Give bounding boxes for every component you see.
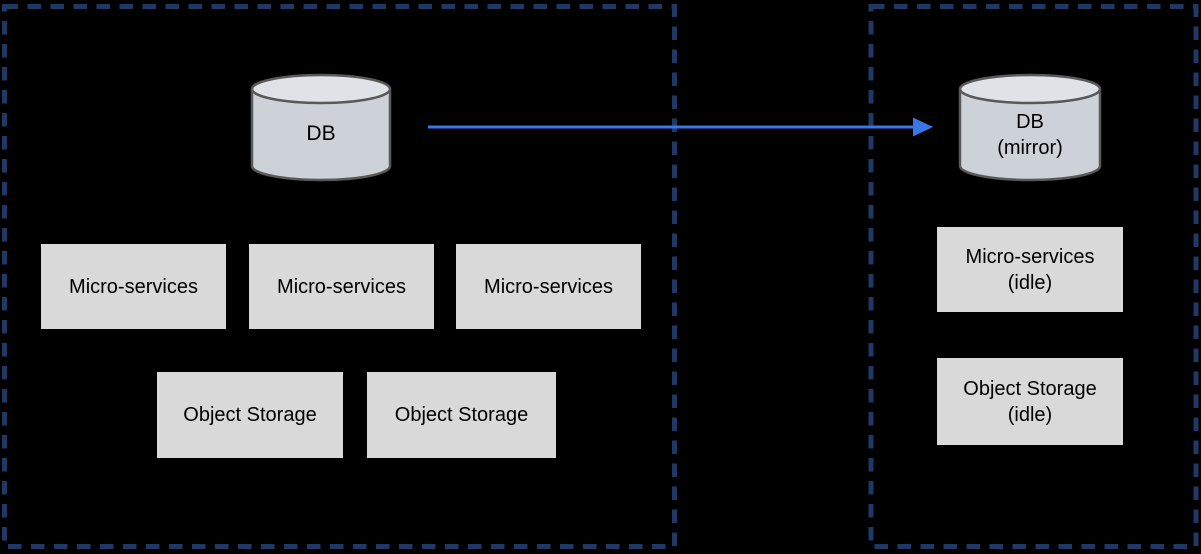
mirror-db-label: DB (mirror) <box>997 111 1063 159</box>
primary-db-label: DB <box>306 121 336 145</box>
mirror-db-cylinder-icon <box>958 73 1102 182</box>
mirror-site-boundary <box>868 4 1199 549</box>
replication-arrow <box>428 117 933 137</box>
microservices-box-3: Micro-services <box>456 244 641 329</box>
primary-site-boundary <box>2 4 677 549</box>
object-storage-box-2: Object Storage <box>367 372 556 458</box>
object-storage-idle-box: Object Storage (idle) <box>937 358 1123 445</box>
microservices-box-2: Micro-services <box>249 244 434 329</box>
microservices-idle-box: Micro-services (idle) <box>937 227 1123 312</box>
primary-db-cylinder-icon <box>250 73 392 182</box>
object-storage-box-1: Object Storage <box>157 372 343 458</box>
microservices-box-1: Micro-services <box>41 244 226 329</box>
